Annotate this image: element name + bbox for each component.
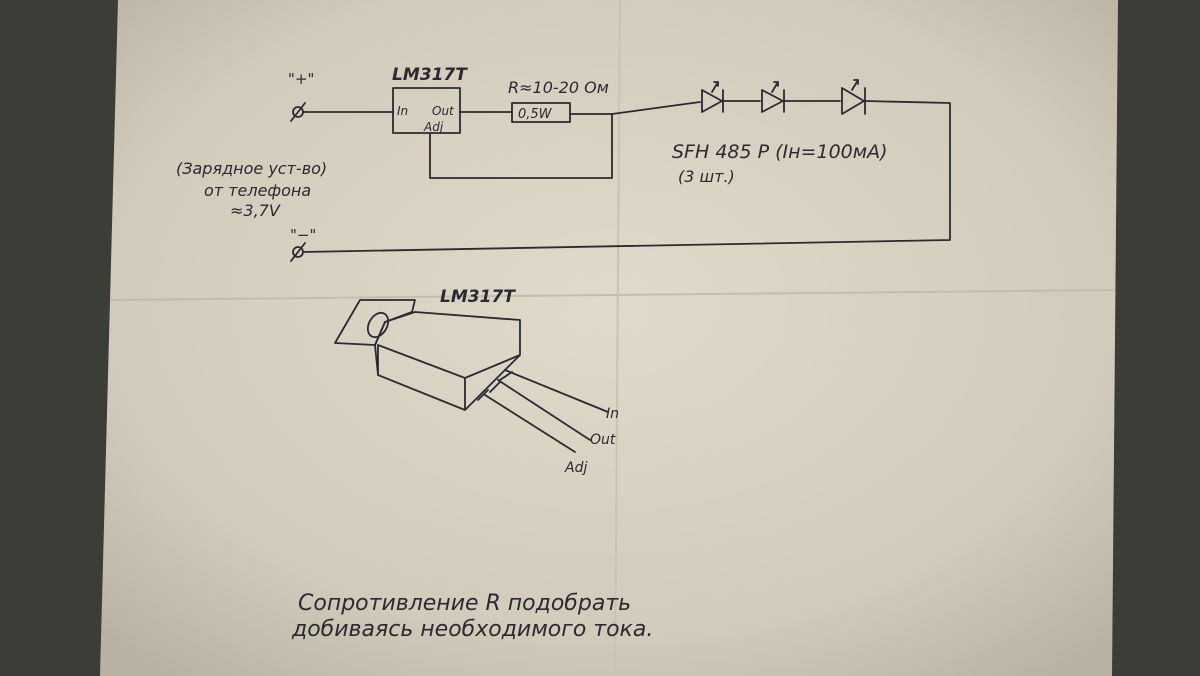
note-line2: добиваясь необходимого тока. bbox=[291, 617, 653, 642]
paper-fold bbox=[109, 289, 1116, 301]
note-line1: Сопротивление R подобрать bbox=[298, 591, 631, 616]
adj-feedback-wire bbox=[429, 113, 613, 179]
return-wire bbox=[302, 100, 951, 253]
source-line2: от телефона bbox=[204, 181, 311, 200]
package-pin-in: In bbox=[606, 406, 619, 422]
minus-terminal bbox=[290, 242, 306, 262]
resistor-power: 0,5W bbox=[518, 107, 553, 122]
resistor bbox=[511, 102, 571, 123]
lm317t-package-drawing: LM317T In Out Adj bbox=[334, 287, 619, 476]
resistor-label: R≈10-20 Ом bbox=[508, 78, 609, 97]
package-pin-out: Out bbox=[590, 432, 616, 448]
led-label: SFH 485 P (Iн=100мА) bbox=[672, 141, 888, 163]
paper-sheet bbox=[100, 0, 1118, 676]
source-line1: (Зарядное уст-во) bbox=[176, 159, 327, 178]
plus-label: "+" bbox=[288, 70, 314, 88]
package-body bbox=[374, 311, 521, 411]
regulator-label: LM317T bbox=[392, 65, 468, 85]
regulator-box bbox=[392, 87, 461, 134]
led-2 bbox=[761, 81, 785, 113]
minus-label: "−" bbox=[290, 226, 316, 244]
led-count: (3 шт.) bbox=[678, 167, 735, 186]
pin-out-label: Out bbox=[432, 104, 455, 118]
package-leads bbox=[477, 369, 609, 453]
mounting-hole bbox=[366, 311, 390, 339]
package-pin-adj: Adj bbox=[564, 460, 587, 476]
circuit: "+" LM317T In Out Adj R≈10-20 Ом 0,5W SF… bbox=[176, 65, 951, 262]
source-voltage: ≈3,7V bbox=[230, 201, 281, 220]
pin-in-label: In bbox=[397, 104, 408, 118]
pin-adj-label: Adj bbox=[423, 120, 444, 134]
package-label: LM317T bbox=[440, 287, 516, 307]
